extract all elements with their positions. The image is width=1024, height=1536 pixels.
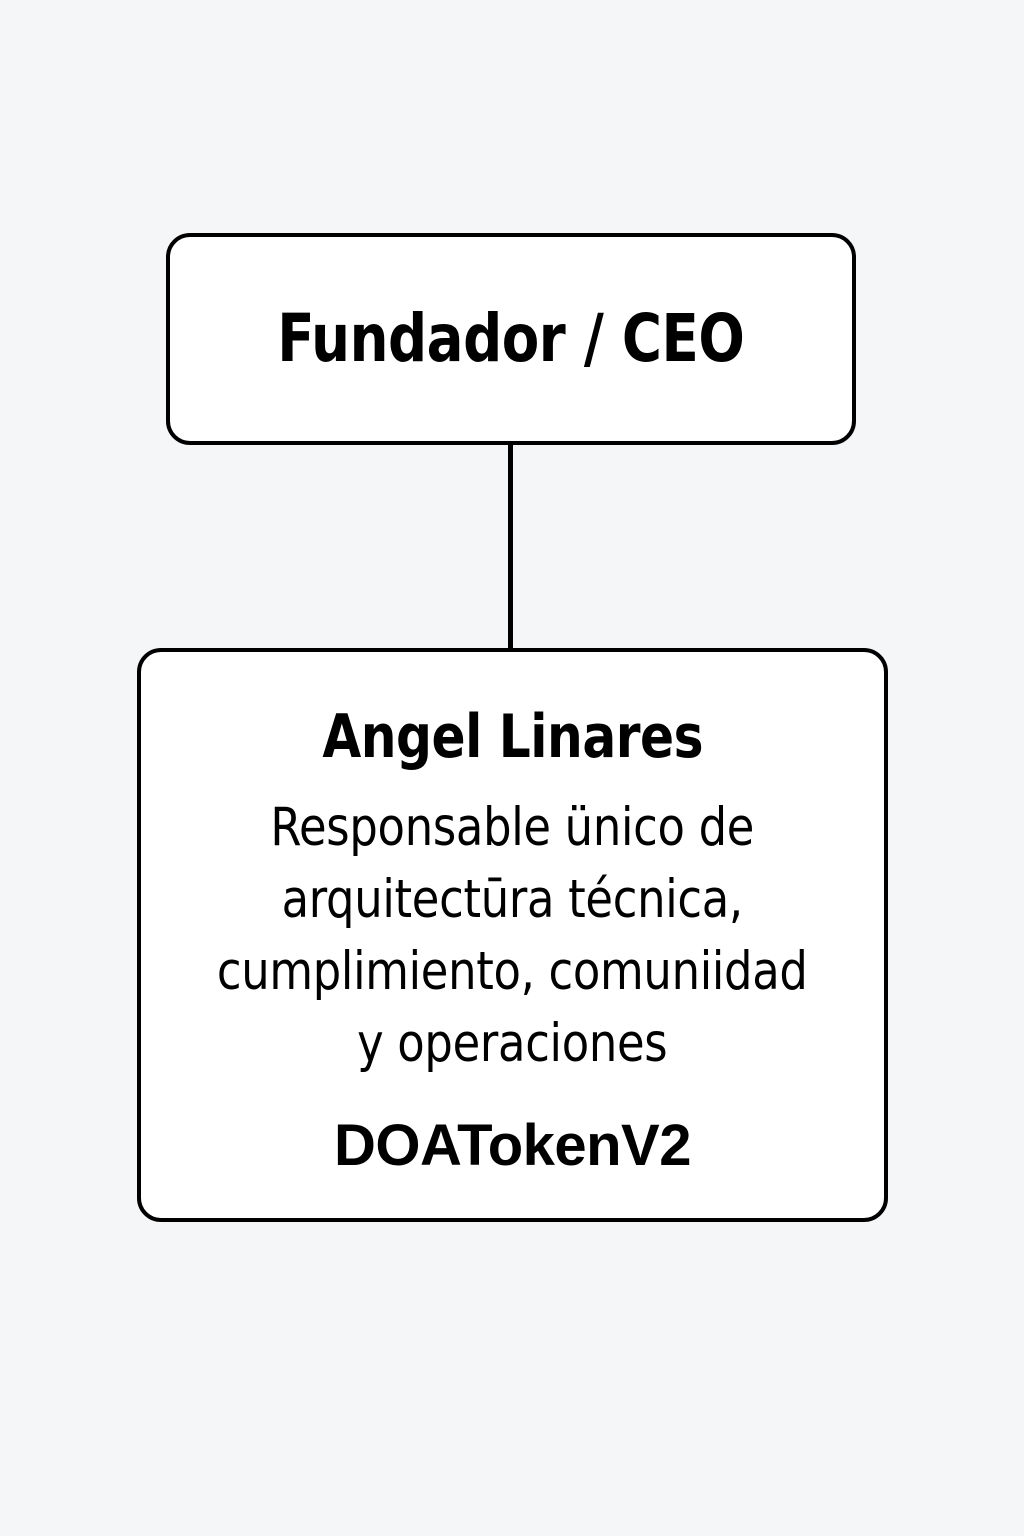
connector-ceo-to-person (508, 443, 513, 650)
node-fundador-ceo[interactable]: Fundador / CEO (166, 233, 856, 445)
person-role-line: Responsable ünico de (270, 797, 755, 858)
person-role-line: arquitectūra técnica, (281, 869, 744, 931)
person-name: Angel Linares (322, 702, 703, 772)
node-angel-linares[interactable]: Angel Linares Responsable ünico de arqui… (137, 648, 888, 1222)
node-fundador-ceo-title: Fundador / CEO (277, 300, 745, 378)
person-token-label: DOATokenV2 (333, 1113, 692, 1179)
person-role-description: Responsable ünico de arquitectūra técnic… (217, 792, 808, 1080)
person-role-line: y operaciones (357, 1013, 668, 1075)
person-role-line: cumplimiento, comuniidad (217, 941, 808, 1003)
